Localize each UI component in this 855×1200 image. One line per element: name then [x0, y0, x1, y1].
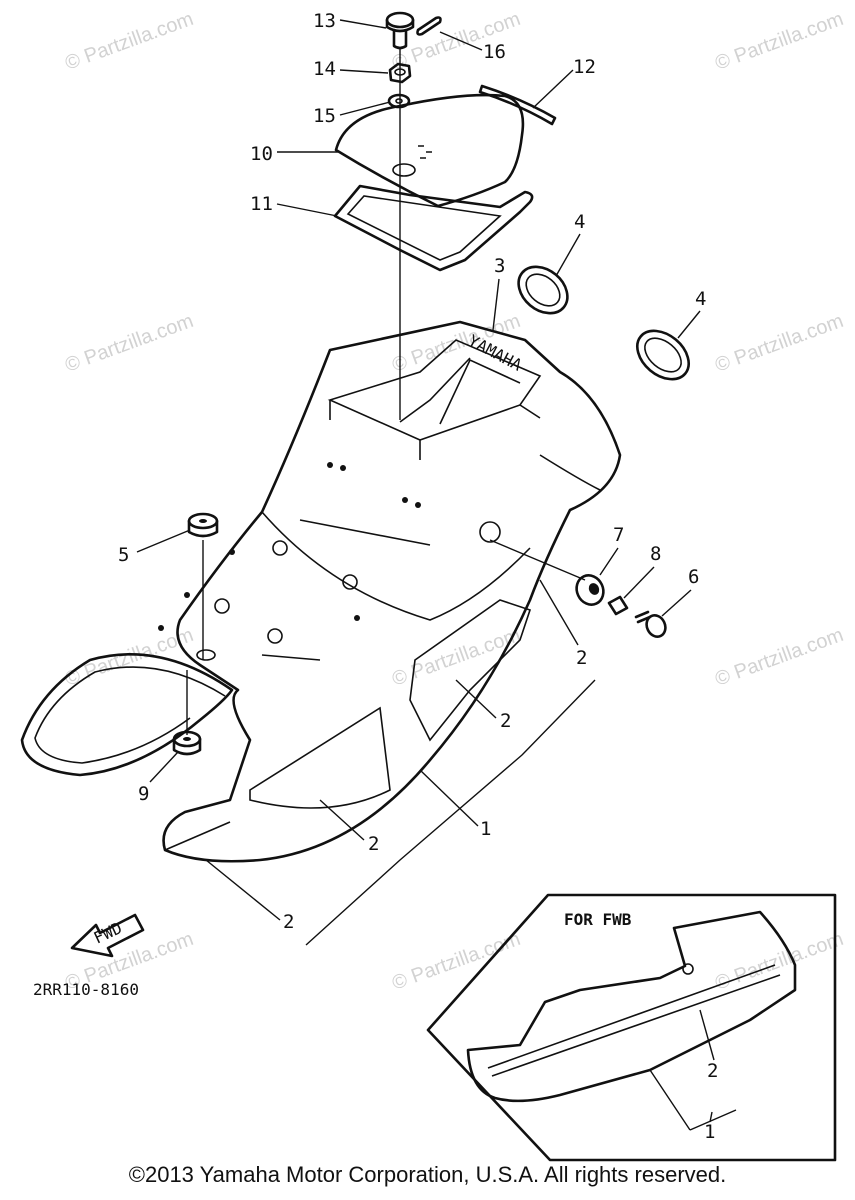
svg-text:14: 14	[313, 58, 336, 80]
svg-text:7: 7	[613, 524, 624, 546]
engine-hood-1: YAMAHA	[158, 320, 622, 863]
group-bracket	[305, 679, 596, 946]
callout-9: 9	[138, 751, 179, 805]
bolt-13	[385, 11, 415, 50]
mount-hole	[196, 649, 216, 661]
screw-6	[634, 610, 667, 638]
watermark: © Partzilla.com	[62, 8, 196, 75]
damper-7	[575, 574, 605, 606]
callout-16: 16	[439, 31, 506, 63]
inset-for-fwb: FOR FWB	[426, 893, 837, 1162]
callout-14: 14	[313, 58, 389, 80]
callout-10: 10	[250, 143, 338, 165]
copyright-notice: ©2013 Yamaha Motor Corporation, U.S.A. A…	[128, 1162, 727, 1187]
svg-text:2: 2	[576, 647, 587, 669]
callout-7: 7	[599, 524, 624, 576]
callout-6: 6	[661, 566, 699, 617]
callout-11: 11	[250, 193, 338, 217]
watermark: © Partzilla.com	[712, 8, 846, 75]
lid-10	[334, 93, 525, 208]
callout-4-upper: 4	[555, 211, 585, 277]
svg-text:9: 9	[138, 783, 149, 805]
svg-text:8: 8	[650, 543, 661, 565]
callout-4-lower: 4	[677, 288, 706, 339]
svg-text:15: 15	[313, 105, 336, 127]
svg-text:11: 11	[250, 193, 273, 215]
callout-2-mid: 2	[319, 799, 379, 855]
callout-2-mid-right: 2	[455, 679, 511, 732]
gasket-11	[333, 184, 534, 272]
pin-16	[416, 16, 442, 36]
svg-text:2: 2	[283, 911, 294, 933]
callout-1: 1	[419, 769, 491, 840]
callout-12: 12	[532, 56, 596, 109]
collar-8	[607, 595, 629, 616]
svg-text:2: 2	[707, 1060, 718, 1082]
svg-text:12: 12	[573, 56, 596, 78]
grommet-4-lower	[636, 329, 690, 381]
callout-1-inset: 1	[704, 1111, 715, 1143]
watermark: © Partzilla.com	[62, 310, 196, 377]
grommet-5	[187, 512, 219, 538]
inset-title: FOR FWB	[564, 910, 632, 929]
svg-text:3: 3	[494, 255, 505, 277]
watermark: © Partzilla.com	[712, 624, 846, 691]
svg-text:13: 13	[313, 10, 336, 32]
svg-text:2: 2	[500, 710, 511, 732]
watermarks: © Partzilla.com © Partzilla.com © Partzi…	[62, 8, 846, 995]
svg-text:4: 4	[695, 288, 706, 310]
grommet-9	[172, 730, 202, 756]
seal-strip-12	[478, 84, 557, 126]
watermark: © Partzilla.com	[389, 928, 523, 995]
svg-text:6: 6	[688, 566, 699, 588]
callout-8: 8	[623, 543, 661, 599]
callout-15: 15	[313, 101, 391, 127]
callout-13: 13	[313, 10, 387, 32]
callout-3: 3	[492, 255, 505, 331]
callout-2-left: 2	[205, 859, 294, 933]
svg-text:16: 16	[483, 41, 506, 63]
grommet-4-upper	[517, 265, 569, 315]
svg-text:2: 2	[368, 833, 379, 855]
svg-text:5: 5	[118, 544, 129, 566]
callout-2-inset: 2	[699, 1009, 718, 1082]
callout-2-right: 2	[539, 579, 587, 669]
seal-strip-front	[20, 653, 234, 777]
svg-text:1: 1	[480, 818, 491, 840]
callout-5: 5	[118, 529, 191, 566]
svg-text:1: 1	[704, 1121, 715, 1143]
svg-text:4: 4	[574, 211, 585, 233]
assembly-line	[489, 539, 586, 581]
watermark: © Partzilla.com	[712, 310, 846, 377]
svg-text:10: 10	[250, 143, 273, 165]
drawing-code: 2RR110-8160	[33, 980, 139, 999]
